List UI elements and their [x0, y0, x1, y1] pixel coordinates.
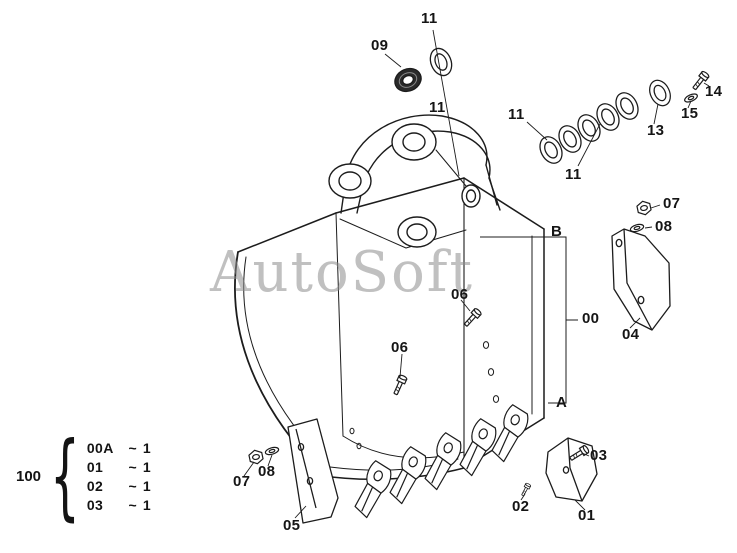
callout-11-right-upper[interactable]: 11: [508, 106, 525, 123]
callout-00[interactable]: 00: [582, 310, 600, 327]
legend-qty: 1: [142, 459, 152, 476]
nut-07-icon: [635, 199, 653, 217]
callout-02[interactable]: 02: [512, 498, 530, 515]
callout-13[interactable]: 13: [647, 122, 665, 139]
callout-08-left[interactable]: 08: [258, 463, 276, 480]
legend-qty: 1: [142, 478, 152, 495]
callout-05[interactable]: 05: [283, 517, 301, 534]
callout-11-right-lower[interactable]: 11: [565, 166, 582, 183]
washer-08-icon: [628, 222, 646, 234]
callout-01[interactable]: 01: [578, 507, 596, 524]
seal-09-icon: [394, 67, 422, 93]
legend-part: 03: [86, 497, 104, 514]
legend-brace: {: [49, 422, 80, 531]
callout-03[interactable]: 03: [590, 447, 608, 464]
ring-13-icon: [645, 76, 675, 110]
legend-separator: ~: [128, 459, 138, 476]
legend-qty: 1: [142, 440, 152, 457]
bucket-body-outline: [234, 177, 545, 481]
legend-separator: ~: [128, 478, 138, 495]
leader-lines: [243, 29, 710, 519]
legend-part: 01: [86, 459, 104, 476]
callout-04[interactable]: 04: [622, 326, 640, 343]
seal-rings: [394, 44, 675, 168]
legend-part: 00A: [86, 440, 114, 457]
bucket-teeth: [351, 403, 533, 522]
legend-part: 02: [86, 478, 104, 495]
section-marker-b[interactable]: B: [551, 223, 563, 240]
callout-11-top[interactable]: 11: [421, 10, 438, 27]
legend-row: 01 ~ 1: [87, 459, 157, 475]
legend-row: 03 ~ 1: [87, 497, 157, 513]
legend-qty: 1: [142, 497, 152, 514]
tooth-icon: [421, 431, 466, 494]
section-marker-a[interactable]: A: [556, 394, 568, 411]
callout-15[interactable]: 15: [681, 105, 699, 122]
legend-row: 00A ~ 1: [87, 440, 157, 456]
callout-14[interactable]: 14: [705, 83, 723, 100]
legend-separator: ~: [128, 440, 138, 457]
callout-06-upper[interactable]: 06: [451, 286, 469, 303]
callout-09[interactable]: 09: [371, 37, 389, 54]
callout-07-right[interactable]: 07: [663, 195, 681, 212]
legend-group-number: 100: [16, 468, 42, 486]
bolt-06-icon: [461, 307, 483, 329]
callout-06-lower[interactable]: 06: [391, 339, 409, 356]
tooth-icon: [351, 459, 396, 522]
side-cutter-right-04: [611, 228, 671, 331]
bolt-06-icon: [391, 373, 409, 397]
legend-separator: ~: [128, 497, 138, 514]
callout-07-left[interactable]: 07: [233, 473, 251, 490]
washer-08-icon: [263, 445, 281, 457]
side-cutter-left-05: [287, 418, 339, 524]
pivot-bosses: [328, 123, 481, 248]
legend-row: 02 ~ 1: [87, 478, 157, 494]
legend: 100 { 00A ~ 1 01 ~ 1 02 ~ 1 03 ~ 1: [16, 422, 157, 531]
callout-11-mid[interactable]: 11: [429, 99, 446, 116]
callout-08-right[interactable]: 08: [655, 218, 673, 235]
pin-02-icon: [519, 482, 532, 497]
legend-items: 00A ~ 1 01 ~ 1 02 ~ 1 03 ~ 1: [87, 440, 157, 513]
